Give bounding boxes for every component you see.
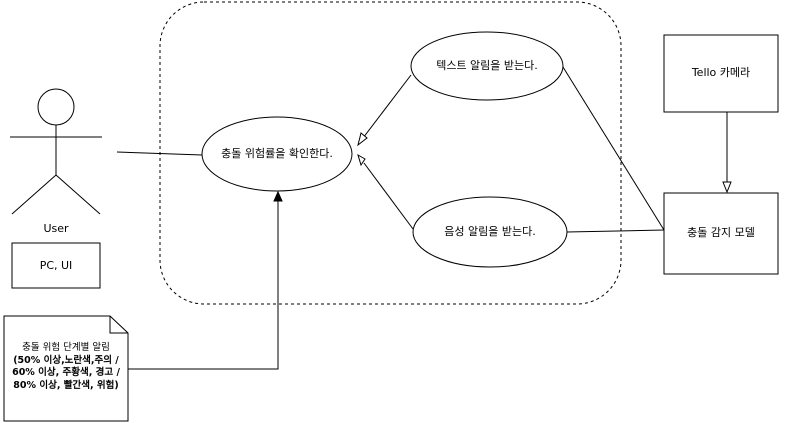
device-label: PC, UI: [39, 259, 73, 272]
system-boundary: [159, 1, 622, 305]
note-line-warning: 60% 이상, 주황색, 경고 /: [12, 367, 120, 378]
model-label: 충돌 감지 모델: [687, 226, 755, 239]
camera-box: [663, 34, 779, 113]
note-to-check-risk-line: [128, 200, 279, 370]
note-to-check-risk-arrowhead: [273, 190, 283, 202]
voice-alert-generalization-head: [357, 153, 366, 167]
voice-alert-label: 음성 알림을 받는다.: [444, 225, 536, 238]
note-shape: [3, 315, 129, 422]
device-box: [11, 242, 101, 289]
text-alert-to-model-line: [562, 66, 665, 231]
camera-label: Tello 카메라: [691, 66, 751, 79]
note-fold: [109, 316, 128, 334]
voice-alert-to-model-line: [566, 229, 665, 233]
actor-name-label: User: [43, 222, 69, 235]
use-case-text-alert: [410, 31, 564, 101]
actor-to-check-risk-line: [116, 151, 203, 156]
text-alert-label: 텍스트 알림을 받는다.: [436, 59, 538, 72]
voice-alert-generalization-line: [363, 162, 414, 230]
user-actor-figure: [10, 88, 102, 215]
note-line-danger: 80% 이상, 빨간색, 위험): [13, 379, 119, 391]
use-case-check-risk: [201, 116, 353, 192]
note-line-title: 충돌 위험 단계별 알림: [22, 342, 110, 353]
model-box: [663, 192, 779, 275]
camera-to-model-arrowhead: [722, 181, 732, 194]
text-alert-generalization-line: [362, 74, 412, 139]
check-risk-label: 충돌 위험률을 확인한다.: [221, 147, 333, 160]
text-alert-generalization-head: [357, 132, 368, 147]
note-line-caution: (50% 이상,노란색,주의 /: [13, 354, 119, 366]
note-text: 충돌 위험 단계별 알림 (50% 이상,노란색,주의 / 60% 이상, 주황…: [4, 342, 128, 392]
